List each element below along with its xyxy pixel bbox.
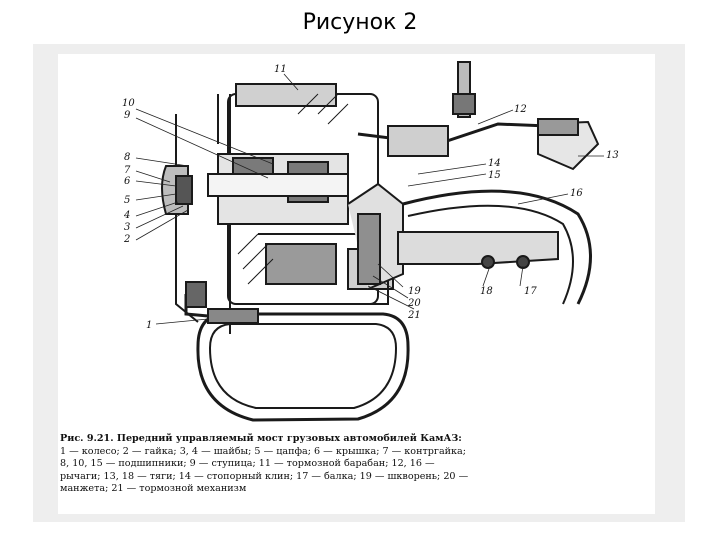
callout-9: 9 <box>124 110 131 121</box>
callout-6: 6 <box>124 176 131 187</box>
callout-16: 16 <box>570 188 583 199</box>
tie-rod-nut <box>452 93 476 115</box>
upper-arm-block <box>387 125 449 157</box>
hatch <box>237 93 349 285</box>
brake-shoe <box>265 243 337 285</box>
callout-17: 17 <box>524 286 537 297</box>
axle-drawing: 11 10 9 8 7 6 5 4 3 2 12 13 14 15 16 17 … <box>122 61 619 422</box>
spindle <box>207 173 349 197</box>
lower-bracket <box>185 281 207 308</box>
lower-arm <box>402 189 592 305</box>
caption-line-3: рычаги; 13, 18 — тяги; 14 — стопорный кл… <box>60 470 469 482</box>
callout-15: 15 <box>488 170 501 181</box>
callout-2: 2 <box>123 234 130 245</box>
callout-18: 18 <box>480 286 493 297</box>
callout-11: 11 <box>274 64 287 75</box>
seal-block <box>207 308 259 324</box>
drum-top <box>235 83 337 107</box>
leader-lines <box>135 73 604 325</box>
callout-7: 7 <box>124 165 131 176</box>
caption-line-1: 1 — колесо; 2 — гайка; 3, 4 — шайбы; 5 —… <box>60 445 467 457</box>
callout-5: 5 <box>124 195 130 206</box>
upper-arm <box>357 122 549 146</box>
caption-line-2: 8, 10, 15 — подшипники; 9 — ступица; 11 … <box>60 458 435 469</box>
figure-caption: Рис. 9.21. Передний управляемый мост гру… <box>60 433 654 496</box>
ball-joint <box>537 118 579 136</box>
drawing-lines <box>161 61 600 422</box>
callout-3: 3 <box>124 222 130 233</box>
callout-10: 10 <box>122 98 135 109</box>
callout-1: 1 <box>146 320 152 331</box>
tire-inner <box>208 323 398 409</box>
nut <box>175 175 193 205</box>
slide-title: Рисунок 2 <box>302 10 418 35</box>
callout-8: 8 <box>124 152 130 163</box>
callout-4: 4 <box>123 210 130 221</box>
callout-12: 12 <box>514 104 527 115</box>
lower-arm-inner <box>407 204 574 305</box>
caption-title: Рис. 9.21. Передний управляемый мост гру… <box>60 433 462 444</box>
bolt-1 <box>481 255 495 269</box>
callout-19: 19 <box>408 286 421 297</box>
callout-20: 20 <box>407 298 421 309</box>
caption-line-4: манжета; 21 — тормозной механизм <box>60 483 247 494</box>
callout-13: 13 <box>606 150 619 161</box>
axle-beam <box>397 231 559 265</box>
callout-14: 14 <box>488 158 501 169</box>
callout-21: 21 <box>407 310 421 321</box>
kingpin <box>357 213 381 285</box>
